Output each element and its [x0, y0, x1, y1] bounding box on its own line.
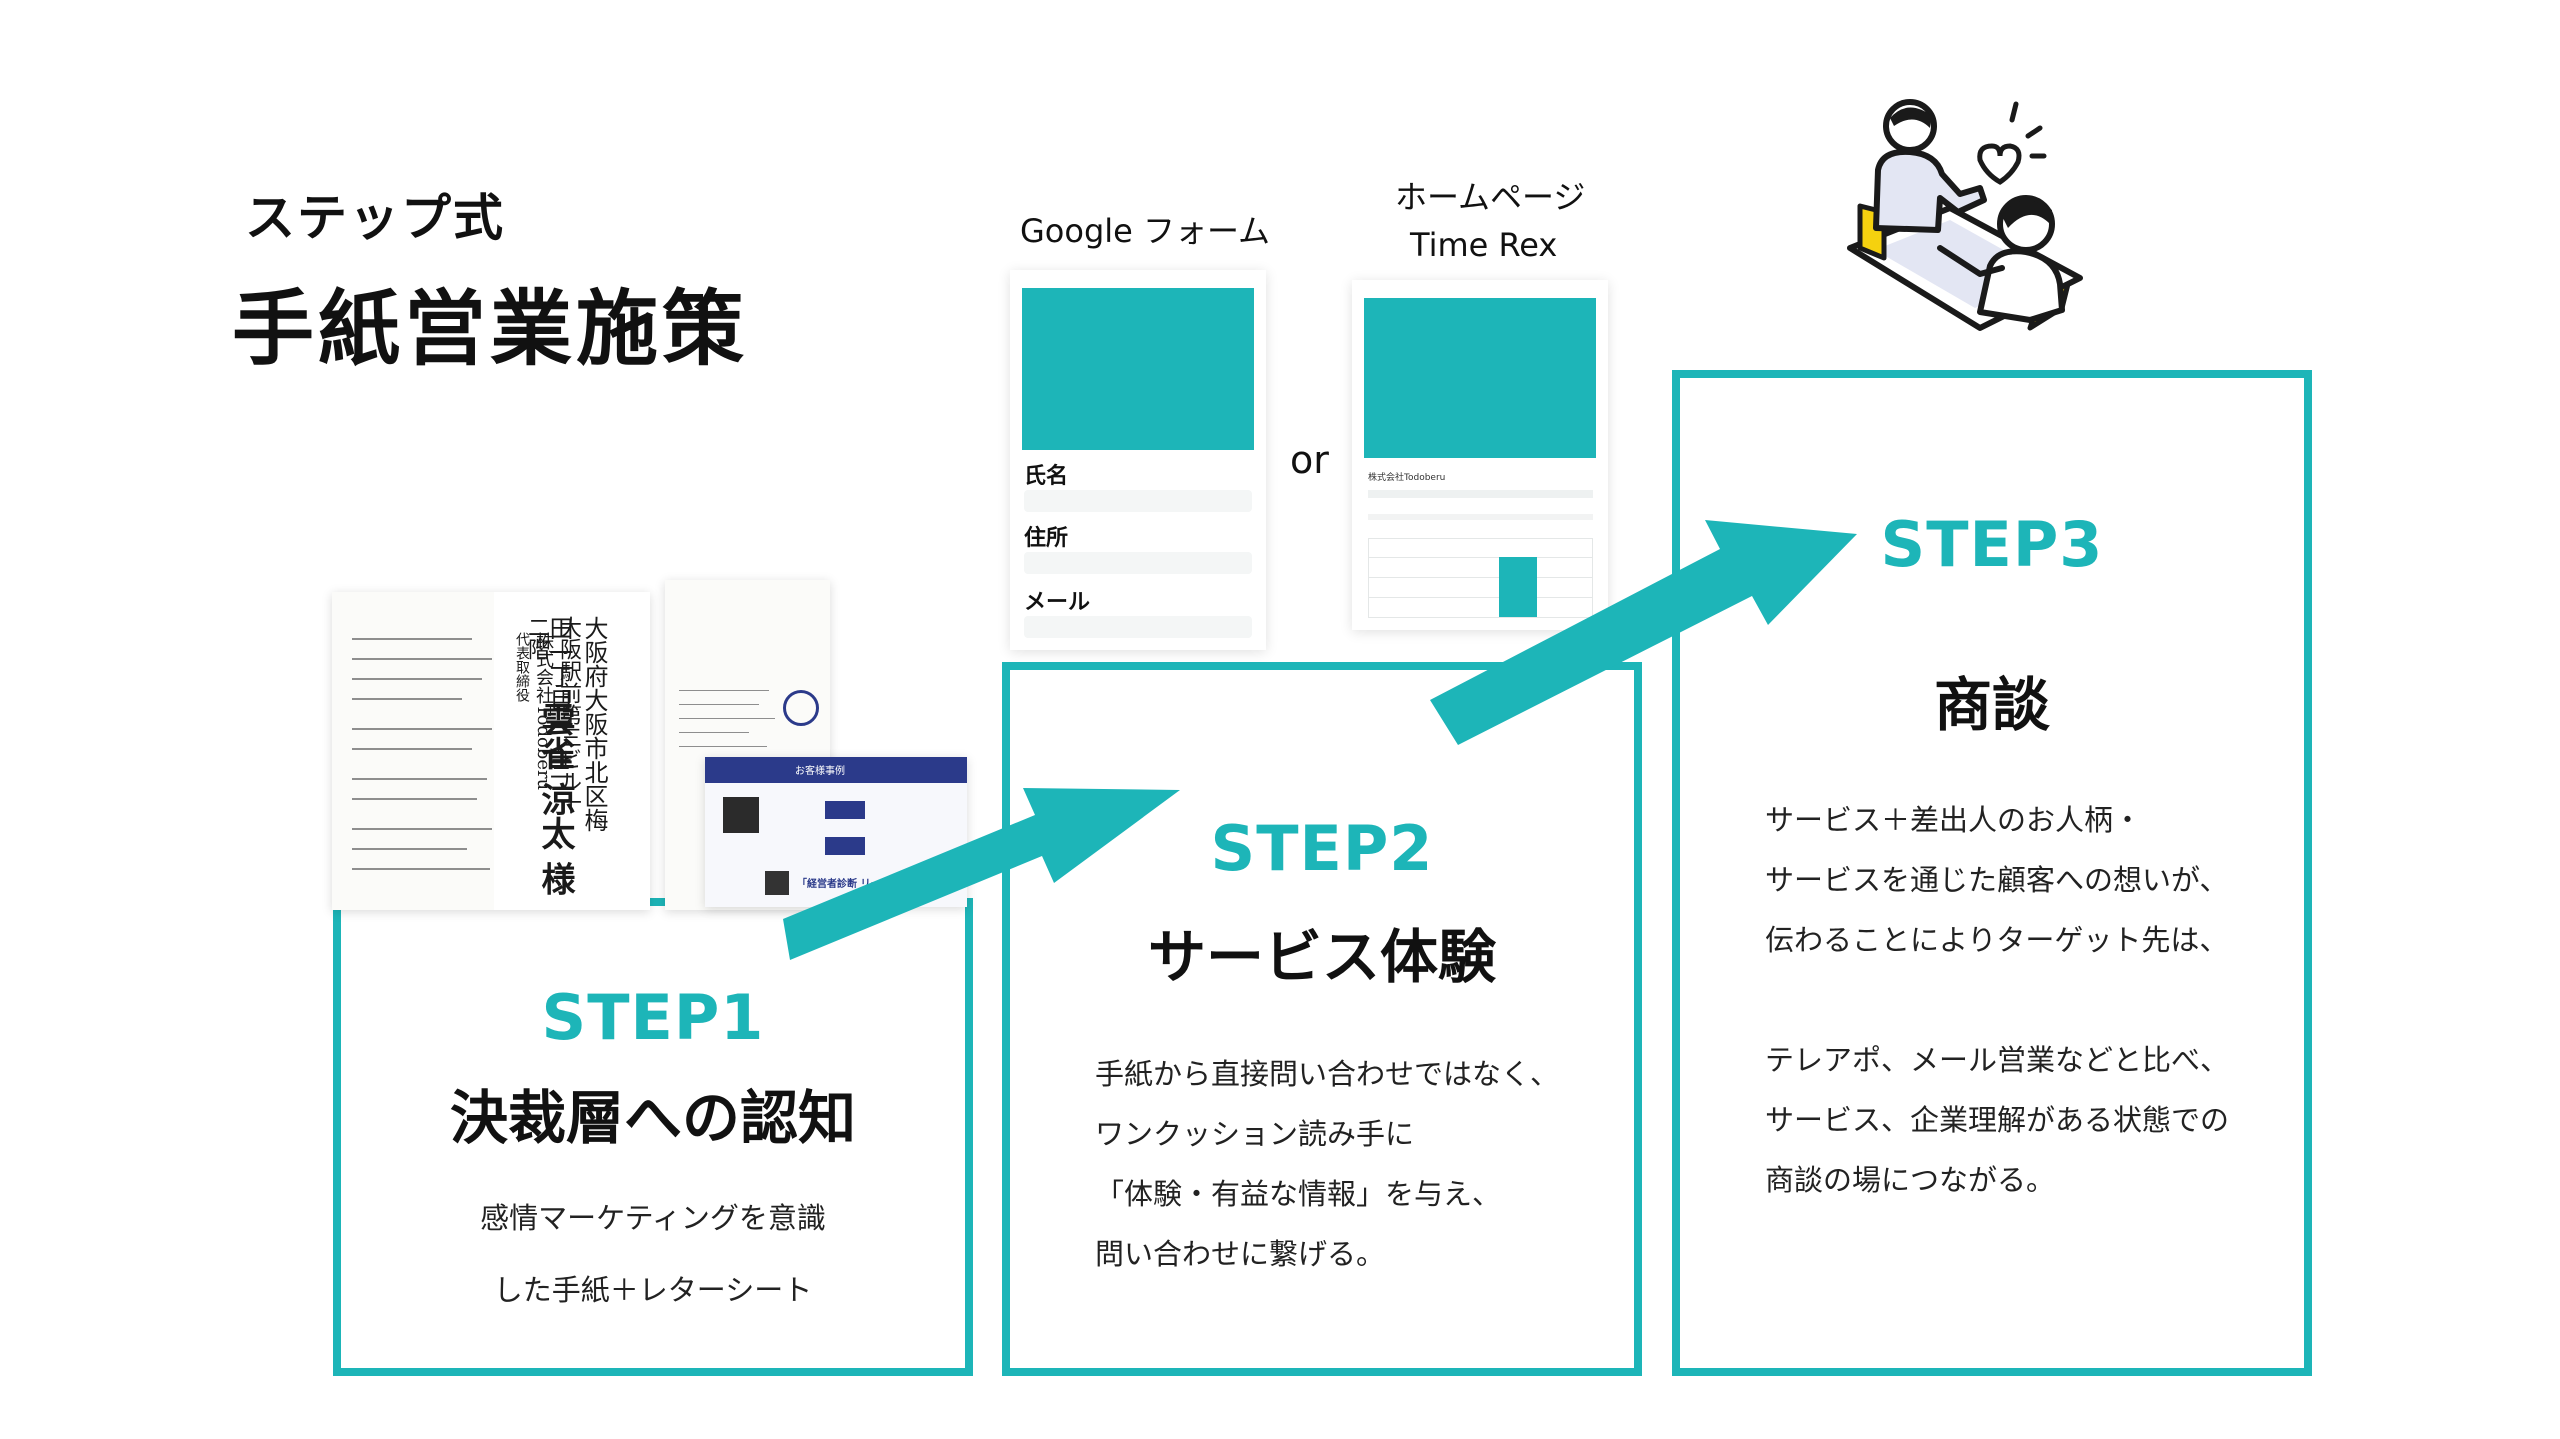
step1-box: STEP1 決裁層への認知 感情マーケティングを意識 した手紙＋レターシート [333, 898, 973, 1376]
step3-heading: 商談 [1933, 671, 2050, 739]
form-field-name: 氏名 [1024, 464, 1069, 489]
envelope: 大阪府大阪市北区梅田一丁目一−三 大阪駅前第三ビル十二階 株式会社Todober… [494, 592, 650, 910]
envelope-address-2: 大阪駅前第三ビル十二階 [524, 616, 581, 814]
step2-line: 手紙から直接問い合わせではなく、 [1095, 1057, 1560, 1091]
flyer-title: 「経営者診断 リーダーズ」 [797, 879, 920, 890]
step1-description: 感情マーケティングを意識 した手紙＋レターシート [341, 1182, 965, 1326]
meeting-illustration-icon [1847, 99, 2083, 331]
form-input-email [1024, 616, 1252, 638]
timerex-selected-slot [1499, 557, 1537, 617]
step3-line: 伝わることによりターゲット先は、 [1765, 923, 2229, 957]
envelope-company: 株式会社Todoberu [533, 632, 554, 791]
google-form-card: 氏名 住所 メール [1010, 270, 1266, 650]
form-field-email: メール [1024, 590, 1091, 615]
step3-line: 商談の場につながる。 [1765, 1163, 2056, 1197]
step2-box: STEP2 サービス体験 手紙から直接問い合わせではなく、 ワンクッション読み手… [1002, 662, 1642, 1376]
or-label: or [1290, 438, 1329, 482]
step3-line: サービス、企業理解がある状態での [1765, 1103, 2230, 1137]
homepage-label: ホームページ [1395, 178, 1586, 216]
timerex-company: 株式会社Todoberu [1368, 473, 1446, 483]
form-input-address [1024, 552, 1252, 574]
form-field-address: 住所 [1024, 526, 1069, 551]
step3-line: サービスを通じた顧客への想いが、 [1765, 863, 2229, 897]
page-title: 手紙営業施策 [232, 282, 749, 377]
step2-line: 「体験・有益な情報」を与え、 [1095, 1177, 1502, 1211]
step2-description: 手紙から直接問い合わせではなく、 ワンクッション読み手に 「体験・有益な情報」を… [1095, 1044, 1559, 1284]
letter-logo-icon [783, 690, 819, 726]
step2-heading: サービス体験 [1147, 923, 1496, 991]
envelope-title: 代表取締役 [514, 632, 530, 702]
timerex-card: 株式会社Todoberu [1352, 280, 1608, 630]
arrow-up-right-icon [1430, 520, 1857, 745]
arrow-up-right-icon [783, 788, 1180, 960]
timerex-desc [1368, 514, 1593, 520]
step2-label: STEP2 [1210, 812, 1434, 885]
step1-heading: 決裁層への認知 [449, 1084, 856, 1152]
flyer-badge: お客様事例 [795, 766, 845, 777]
step2-line: ワンクッション読み手に [1095, 1117, 1415, 1151]
form-header-image [1022, 288, 1254, 450]
step3-label: STEP3 [1880, 508, 2104, 581]
timerex-label: Time Rex [1410, 226, 1558, 264]
step3-description: サービス＋差出人のお人柄・ サービスを通じた顧客への想いが、 伝わることによりタ… [1765, 790, 2229, 1210]
timerex-tabs [1368, 490, 1593, 498]
envelope-address-1: 大阪府大阪市北区梅田一丁目一−三 [545, 616, 608, 832]
step3-line: テレアポ、メール営業などと比べ、 [1765, 1043, 2230, 1077]
letter-paper: 大阪府大阪市北区梅田一丁目一−三 大阪駅前第三ビル十二階 株式会社Todober… [332, 592, 650, 910]
google-form-label: Google フォーム [1020, 212, 1271, 250]
step1-line: した手紙＋レターシート [493, 1273, 813, 1307]
step1-label: STEP1 [541, 981, 765, 1054]
step1-line: 感情マーケティングを意識 [480, 1201, 826, 1235]
envelope-recipient: 雲雀 涼太 様 [535, 702, 575, 896]
page-subtitle: ステップ式 [245, 189, 505, 247]
step3-line: サービス＋差出人のお人柄・ [1765, 803, 2143, 837]
step2-line: 問い合わせに繋げる。 [1095, 1237, 1386, 1271]
timerex-header-image [1364, 298, 1596, 458]
timerex-calendar [1368, 538, 1593, 618]
form-input-name [1024, 490, 1252, 512]
